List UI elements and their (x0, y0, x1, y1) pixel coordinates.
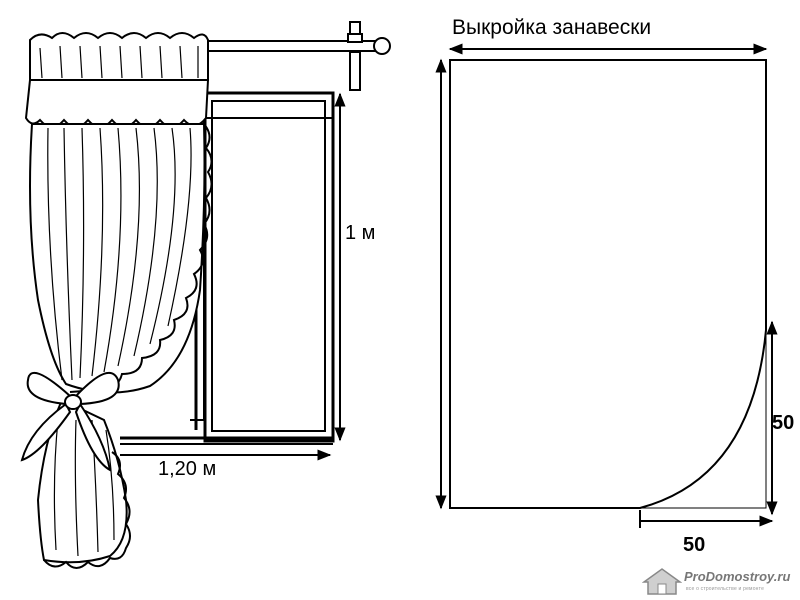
curve-height-label: 50 (772, 412, 795, 434)
curtain-pattern (435, 43, 778, 528)
curtain-folds (39, 45, 199, 557)
window-frame (120, 91, 335, 445)
site-watermark: ProDomostroy.ru все о строительстве и ре… (640, 564, 798, 598)
curtain (24, 32, 213, 569)
house-logo-icon (642, 568, 682, 595)
watermark-tagline: все о строительстве и ремонте (686, 586, 765, 592)
corner-cut-lines (640, 330, 767, 509)
curtain-rod (204, 21, 391, 91)
curve-width-label: 50 (683, 534, 706, 556)
curtain-bow (20, 371, 120, 472)
pattern-title: Выкройка занавески (452, 16, 652, 39)
pattern-outline (449, 59, 767, 509)
window-illustration (20, 21, 391, 569)
window-width-label: 1,20 м (158, 458, 217, 480)
window-height-label: 1 м (345, 222, 376, 244)
watermark-site-name: ProDomostroy.ru (684, 569, 791, 584)
